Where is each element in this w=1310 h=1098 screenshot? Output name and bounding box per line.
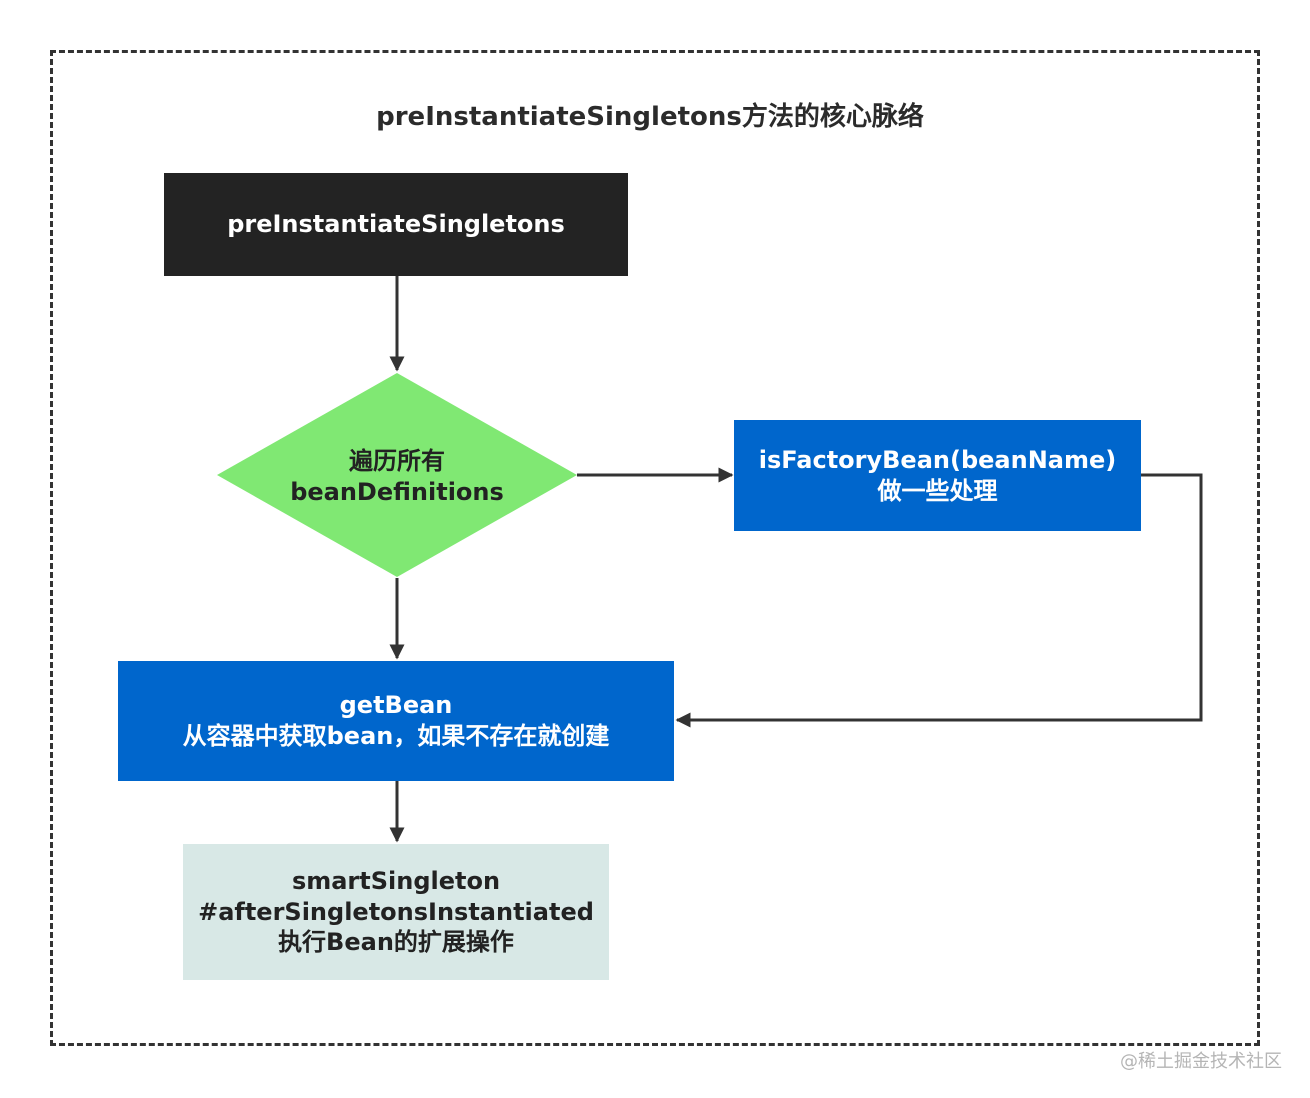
factory-bean-node: isFactoryBean(beanName) 做一些处理	[734, 420, 1141, 531]
get-bean-node: getBean 从容器中获取bean，如果不存在就创建	[118, 661, 674, 781]
smart-singleton-node: smartSingleton #afterSingletonsInstantia…	[183, 844, 609, 980]
get-bean-line1: getBean	[339, 691, 453, 720]
edge-factory-bean-to-get-bean	[675, 473, 1203, 728]
get-bean-line2: 从容器中获取bean，如果不存在就创建	[182, 722, 610, 750]
start-node: preInstantiateSingletons	[164, 173, 628, 276]
start-node-label: preInstantiateSingletons	[227, 210, 565, 239]
diagram-frame	[50, 50, 1260, 1046]
loop-decision-label: 遍历所有 beanDefinitions	[250, 446, 544, 508]
loop-line2: beanDefinitions	[290, 478, 504, 507]
smart-singleton-line1: smartSingleton	[291, 866, 501, 895]
watermark: @稀土掘金技术社区	[1120, 1051, 1282, 1072]
smart-singleton-line2: #afterSingletonsInstantiated	[198, 897, 594, 926]
diagram-title: preInstantiateSingletons方法的核心脉络	[376, 102, 924, 132]
loop-line1: 遍历所有	[349, 447, 445, 475]
smart-singleton-line3: 执行Bean的扩展操作	[278, 928, 514, 957]
factory-bean-line1: isFactoryBean(beanName)	[758, 445, 1117, 474]
loop-decision-shape	[217, 373, 577, 577]
factory-bean-line2: 做一些处理	[877, 476, 998, 505]
